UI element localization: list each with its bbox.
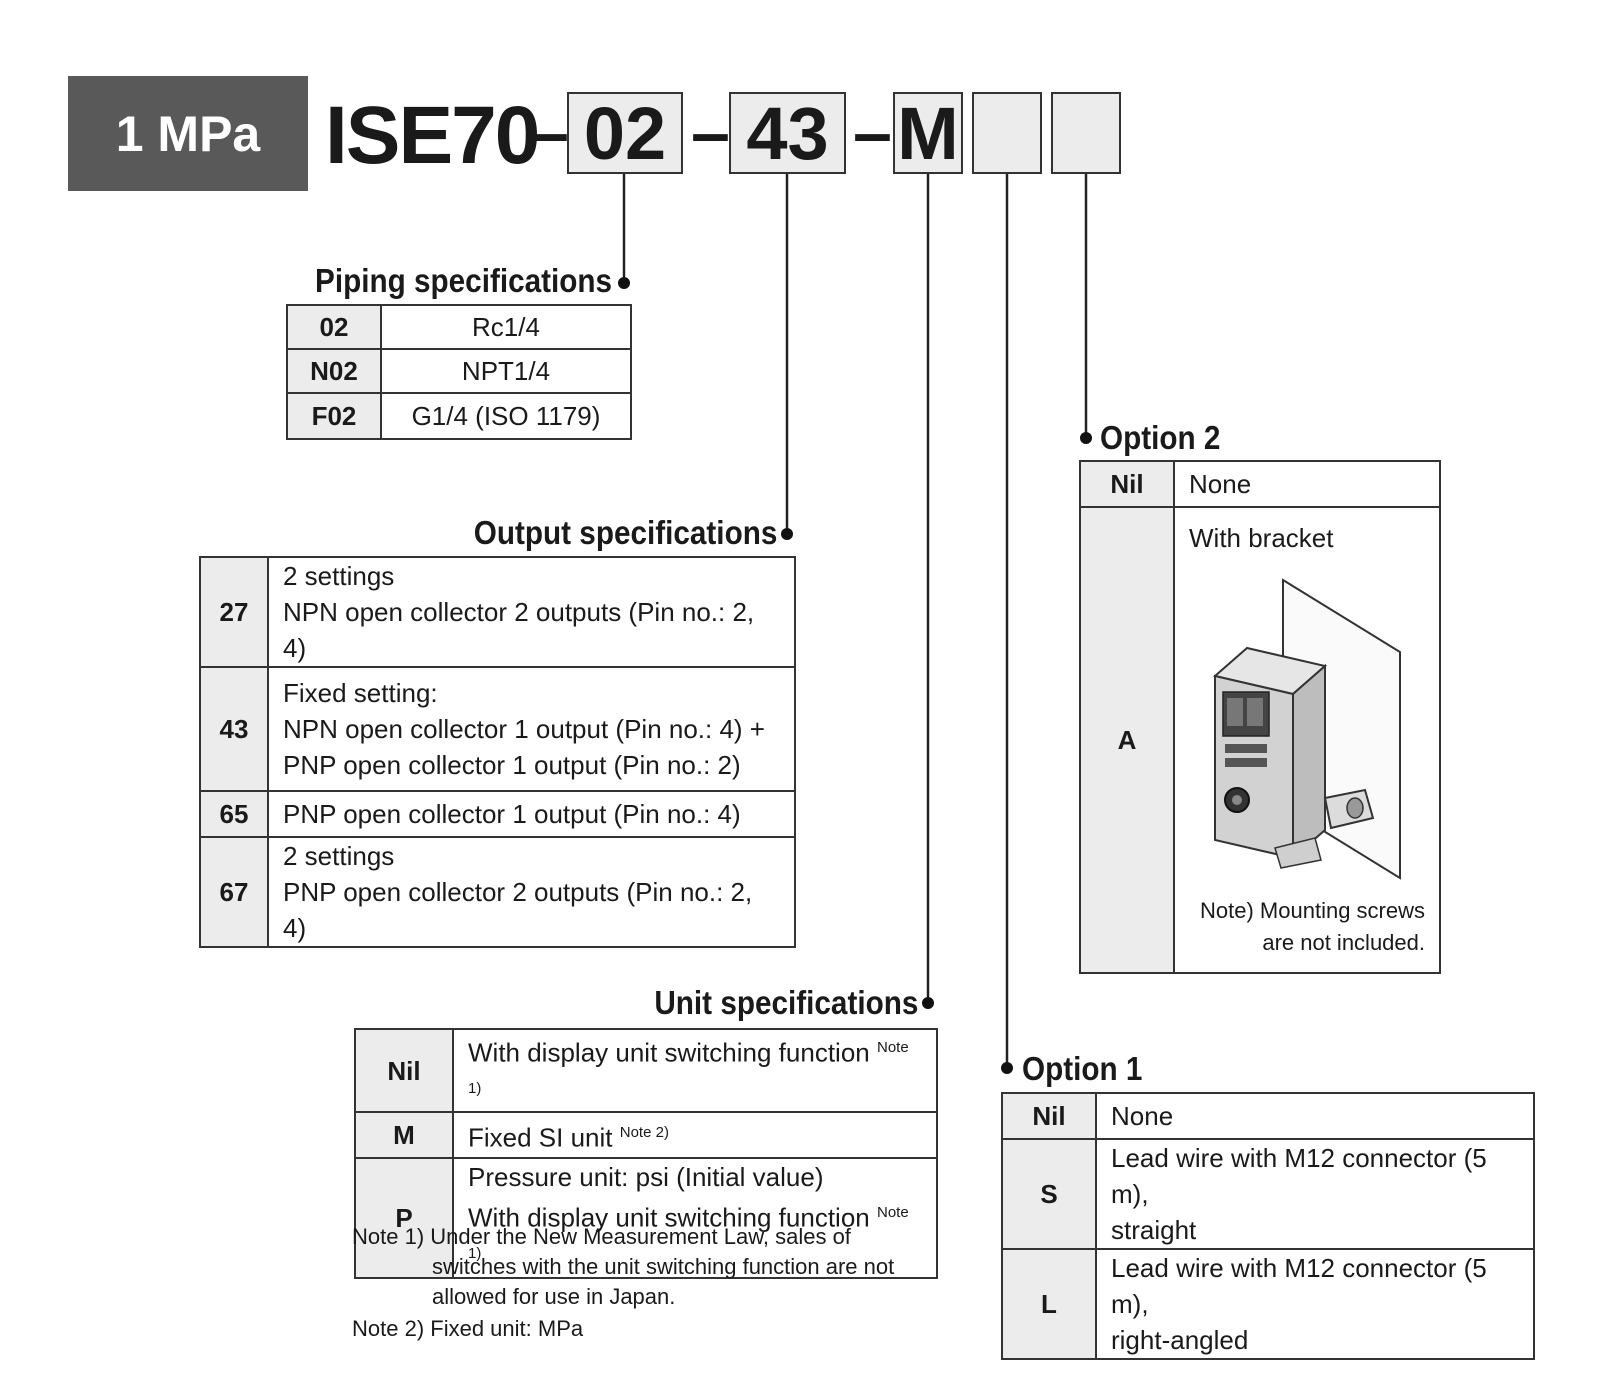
output-desc: 2 settings PNP open collector 2 outputs … xyxy=(267,836,796,948)
connector-dot-piping xyxy=(618,277,630,289)
output-code: 27 xyxy=(199,556,269,668)
piping-desc: NPT1/4 xyxy=(380,348,632,394)
model-prefix: ISE70 xyxy=(325,90,540,181)
option1-desc: None xyxy=(1095,1092,1535,1140)
output-desc: 2 settings NPN open collector 2 outputs … xyxy=(267,556,796,668)
output-code: 67 xyxy=(199,836,269,948)
output-line: PNP open collector 2 outputs (Pin no.: 2… xyxy=(283,877,753,943)
unit-line: Fixed SI unit xyxy=(468,1122,613,1153)
output-line: NPN open collector 1 output (Pin no.: 4)… xyxy=(283,714,765,744)
output-table: 27 2 settings NPN open collector 2 outpu… xyxy=(199,556,796,948)
option1-desc: Lead wire with M12 connector (5 m), righ… xyxy=(1095,1248,1535,1360)
option2-note-1: Note) Mounting screws xyxy=(1200,898,1425,923)
option2-code: A xyxy=(1079,506,1175,974)
option1-line: Lead wire with M12 connector (5 m), xyxy=(1111,1253,1487,1319)
model-segment-unit: M xyxy=(893,92,963,175)
model-segment-output: 43 xyxy=(729,92,846,175)
option1-desc: Lead wire with M12 connector (5 m), stra… xyxy=(1095,1138,1535,1250)
piping-code: N02 xyxy=(286,348,382,394)
unit-note-ref: Note 1) xyxy=(468,1039,909,1097)
option1-table: Nil None S Lead wire with M12 connector … xyxy=(1001,1092,1535,1360)
unit-note-2: Note 2) Fixed unit: MPa xyxy=(352,1316,584,1341)
unit-note-ref: Note 2) xyxy=(619,1123,669,1141)
table-row: M Fixed SI unit Note 2) xyxy=(354,1111,938,1160)
unit-line: With display unit switching function xyxy=(468,1202,870,1233)
option2-desc: None xyxy=(1173,460,1441,508)
unit-desc: With display unit switching function Not… xyxy=(452,1027,938,1114)
unit-table: Nil With display unit switching function… xyxy=(354,1027,938,1279)
option2-code: Nil xyxy=(1079,460,1175,508)
table-row: N02 NPT1/4 xyxy=(286,348,632,394)
piping-title: Piping specifications xyxy=(314,262,612,299)
unit-line: With display unit switching function xyxy=(468,1037,870,1068)
unit-line: Pressure unit: psi (Initial value) xyxy=(468,1162,824,1193)
table-row: Nil None xyxy=(1001,1092,1535,1140)
connector-dot-output xyxy=(781,528,793,540)
output-line: 2 settings xyxy=(283,841,395,871)
table-row: 43 Fixed setting: NPN open collector 1 o… xyxy=(199,666,796,792)
output-code: 43 xyxy=(199,666,269,792)
option2-desc: With bracket Note) Mounting screws are n… xyxy=(1173,506,1441,974)
connector-dot-option1 xyxy=(1001,1062,1013,1074)
model-segment-piping: 02 xyxy=(567,92,683,175)
piping-table: 02 Rc1/4 N02 NPT1/4 F02 G1/4 (ISO 1179) xyxy=(286,304,632,440)
option1-title: Option 1 xyxy=(1022,1050,1143,1087)
table-row: A With bracket Note) Mounting screws xyxy=(1079,506,1441,974)
model-dash-2: – xyxy=(691,93,730,171)
output-desc: PNP open collector 1 output (Pin no.: 4) xyxy=(267,790,796,838)
table-row: 02 Rc1/4 xyxy=(286,304,632,350)
output-line: PNP open collector 1 output (Pin no.: 4) xyxy=(283,799,741,829)
option2-note-2: are not included. xyxy=(1262,930,1425,955)
model-dash-3: – xyxy=(853,93,892,171)
output-desc: Fixed setting: NPN open collector 1 outp… xyxy=(267,666,796,792)
output-line: 2 settings xyxy=(283,561,395,591)
option2-label: With bracket xyxy=(1189,523,1334,553)
option2-title: Option 2 xyxy=(1100,419,1221,456)
piping-desc: Rc1/4 xyxy=(380,304,632,350)
option2-table: Nil None A With bracket Note) xyxy=(1079,460,1441,974)
pressure-badge: 1 MPa xyxy=(68,76,308,191)
piping-desc: G1/4 (ISO 1179) xyxy=(380,392,632,440)
unit-title: Unit specifications xyxy=(653,984,918,1021)
model-segment-option1 xyxy=(972,92,1042,174)
table-row: P Pressure unit: psi (Initial value) Wit… xyxy=(354,1157,938,1279)
output-line: Fixed setting: xyxy=(283,678,438,708)
table-row: 65 PNP open collector 1 output (Pin no.:… xyxy=(199,790,796,838)
table-row: 27 2 settings NPN open collector 2 outpu… xyxy=(199,556,796,668)
table-row: F02 G1/4 (ISO 1179) xyxy=(286,392,632,440)
model-dash-1: – xyxy=(530,93,569,171)
unit-desc: Pressure unit: psi (Initial value) With … xyxy=(452,1157,938,1279)
table-row: 67 2 settings PNP open collector 2 outpu… xyxy=(199,836,796,948)
option1-line: straight xyxy=(1111,1215,1197,1245)
output-line: PNP open collector 1 output (Pin no.: 2) xyxy=(283,750,741,780)
piping-code: 02 xyxy=(286,304,382,350)
output-code: 65 xyxy=(199,790,269,838)
unit-desc: Fixed SI unit Note 2) xyxy=(452,1111,938,1160)
bracket-illustration xyxy=(1212,578,1401,880)
connector-dot-unit xyxy=(922,997,934,1009)
unit-code: P xyxy=(354,1157,454,1279)
unit-note-ref: Note 1) xyxy=(468,1204,909,1262)
connector-dot-option2 xyxy=(1080,432,1092,444)
table-row: S Lead wire with M12 connector (5 m), st… xyxy=(1001,1138,1535,1250)
option1-line: None xyxy=(1111,1101,1174,1131)
unit-note-1: Note 1) Under the New Measurement Law, s… xyxy=(352,1224,851,1249)
table-row: Nil None xyxy=(1079,460,1441,508)
unit-code: M xyxy=(354,1111,454,1160)
table-row: L Lead wire with M12 connector (5 m), ri… xyxy=(1001,1248,1535,1360)
option1-code: S xyxy=(1001,1138,1097,1250)
unit-note-1-cont: allowed for use in Japan. xyxy=(432,1284,676,1309)
table-row: Nil With display unit switching function… xyxy=(354,1027,938,1114)
option1-line: right-angled xyxy=(1111,1325,1249,1355)
option1-code: Nil xyxy=(1001,1092,1097,1140)
unit-note-1-cont: switches with the unit switching functio… xyxy=(432,1254,895,1279)
option1-line: Lead wire with M12 connector (5 m), xyxy=(1111,1143,1487,1209)
unit-code: Nil xyxy=(354,1027,454,1114)
model-segment-option2 xyxy=(1051,92,1121,174)
output-title: Output specifications xyxy=(473,514,777,551)
piping-code: F02 xyxy=(286,392,382,440)
option1-code: L xyxy=(1001,1248,1097,1360)
output-line: NPN open collector 2 outputs (Pin no.: 2… xyxy=(283,597,755,663)
